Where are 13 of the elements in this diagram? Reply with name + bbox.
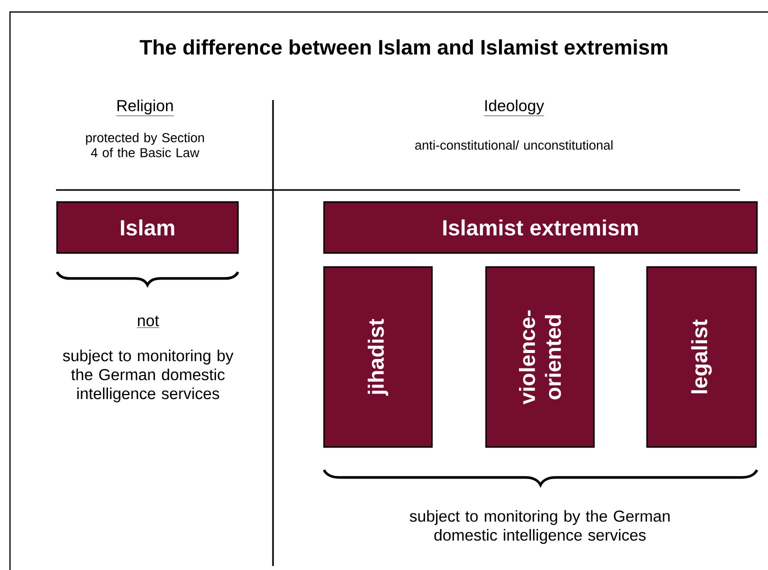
category-box: violence-oriented [485,266,595,448]
emphasis-word: not [136,316,160,328]
category-box: Islam [56,201,239,254]
brace-caption: subject to monitoring by the German domestic intelligence services [62,350,234,402]
brace-caption: subject to monitoring by the German domestic intelligence services [410,510,670,544]
category-box: jihadist [323,266,433,448]
column-heading: Ideology [484,100,544,116]
column-note: anti-constitutional/ unconstitutional [415,140,612,150]
category-box: Islamist extremism [323,201,758,254]
column-heading: Religion [116,100,174,116]
title: The difference between Islam and Islamist extremism [140,39,668,55]
column-note: protected by Section 4 of the Basic Law [86,132,204,158]
category-box: legalist [646,266,757,448]
